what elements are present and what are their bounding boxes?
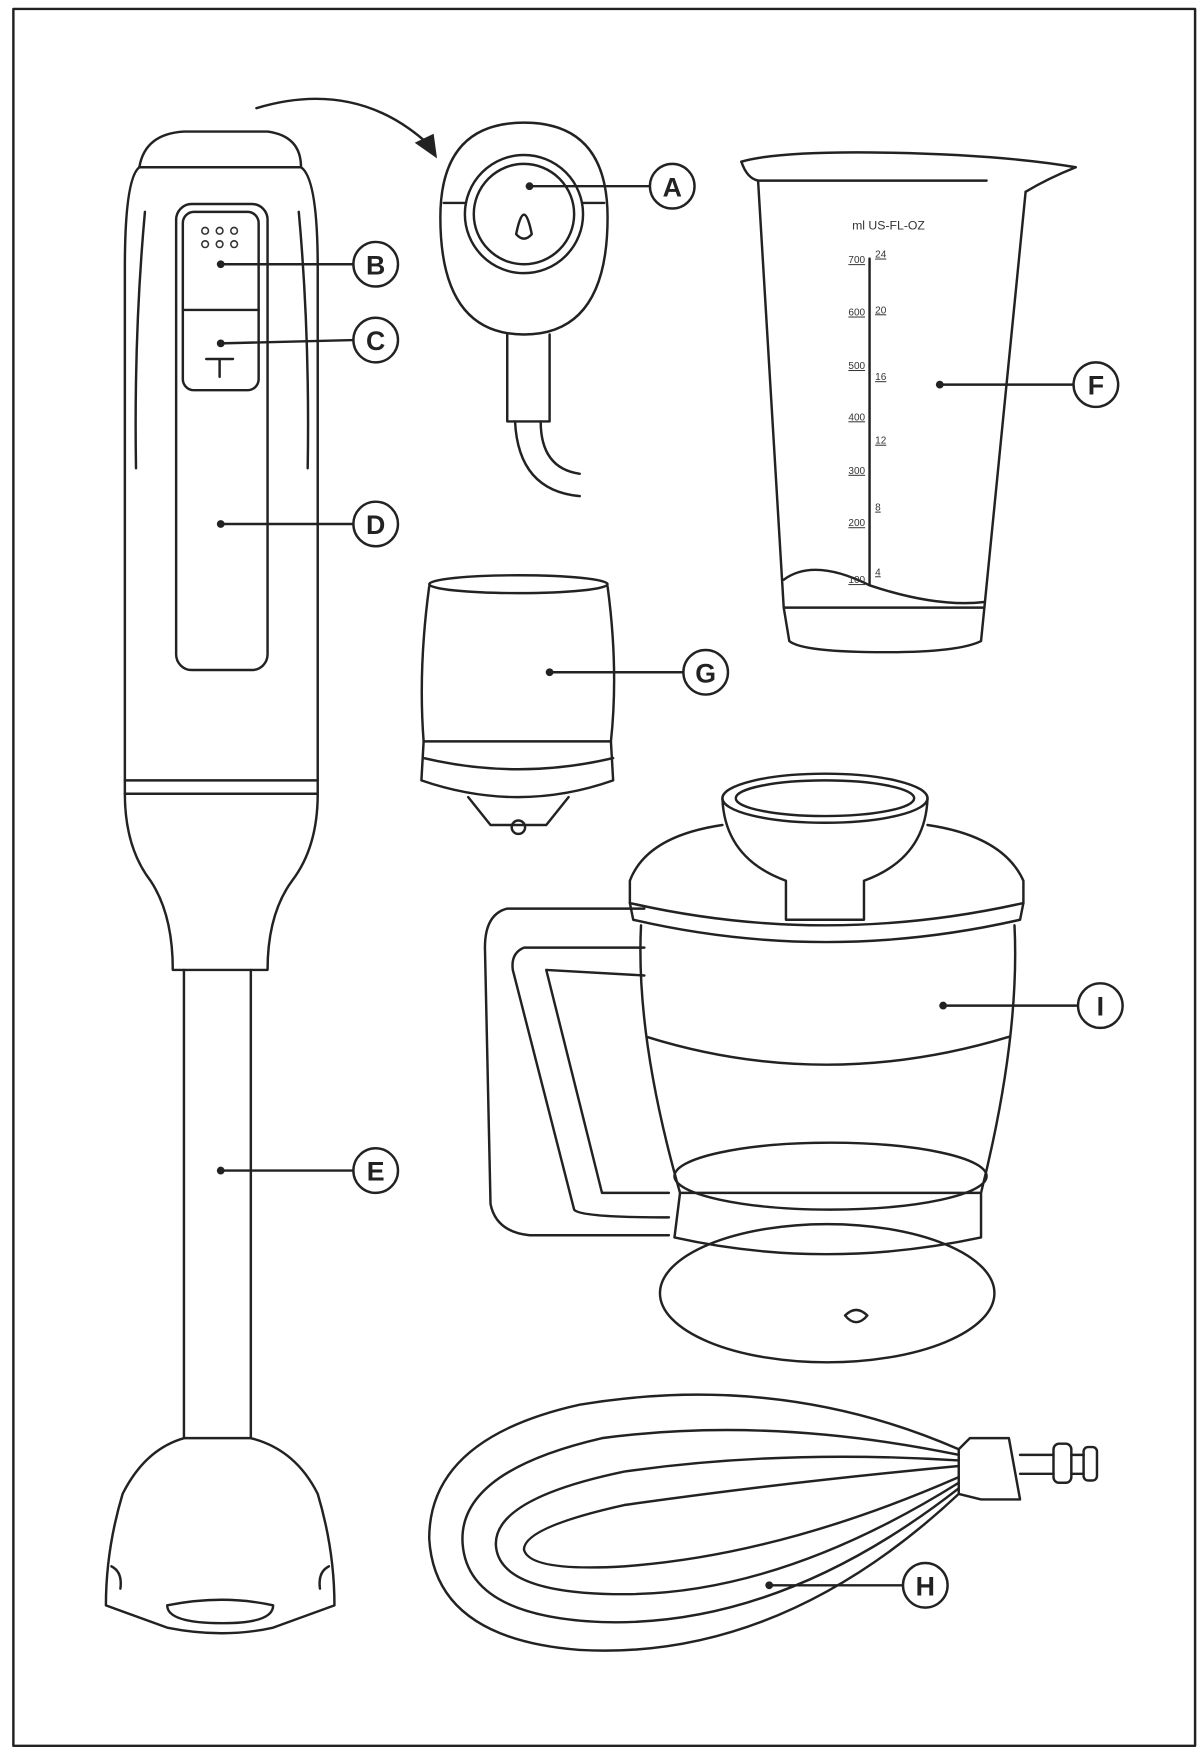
label-circle xyxy=(352,500,400,548)
ml-mark: 600 xyxy=(848,308,865,319)
ml-mark: 500 xyxy=(848,361,865,372)
ml-mark: 100 xyxy=(848,575,865,586)
button-panel xyxy=(181,210,260,392)
callout-c: C xyxy=(216,316,400,364)
label-circle xyxy=(682,648,730,696)
ml-mark: 400 xyxy=(848,412,865,423)
oz-mark: 24 xyxy=(875,250,887,261)
label-circle xyxy=(352,316,400,364)
oz-mark: 20 xyxy=(875,305,887,316)
label-circle xyxy=(1072,361,1120,409)
ml-mark: 200 xyxy=(848,518,865,529)
callout-d: D xyxy=(216,500,400,548)
label-letter: C xyxy=(366,326,385,356)
oz-mark: 12 xyxy=(875,436,887,447)
blender-shaft xyxy=(104,968,336,1635)
t-symbol-icon xyxy=(205,357,235,379)
label-letter: D xyxy=(366,510,385,540)
chopper-attachment xyxy=(420,574,616,836)
callout-h: H xyxy=(765,1561,949,1609)
label-letter: F xyxy=(1088,371,1104,401)
label-letter: B xyxy=(366,250,385,280)
measuring-cup: ml US-FL-OZ 700 600 500 400 300 200 100 24 20 16… xyxy=(740,151,1078,654)
label-letter: A xyxy=(663,172,682,202)
blender-motor-unit xyxy=(123,130,319,972)
label-letter: I xyxy=(1097,992,1104,1022)
callout-a: A xyxy=(525,162,696,210)
label-circle xyxy=(648,162,696,210)
callout-f: F xyxy=(935,361,1120,409)
chopper-bowl xyxy=(483,772,1025,1364)
label-letter: G xyxy=(695,658,716,688)
oz-mark: 16 xyxy=(875,372,887,383)
callout-i: I xyxy=(939,982,1124,1030)
arrow-head-icon xyxy=(414,133,438,159)
callout-e: E xyxy=(216,1147,400,1195)
label-circle xyxy=(352,240,400,288)
arrow-icon xyxy=(255,97,431,147)
label-letter: E xyxy=(367,1157,385,1187)
oz-mark: 8 xyxy=(875,503,881,514)
leader-line xyxy=(219,338,355,345)
callout-g: G xyxy=(545,648,730,696)
frame-border xyxy=(12,7,1197,1748)
whisk xyxy=(427,1393,1099,1652)
ml-mark: 700 xyxy=(848,255,865,266)
label-circle xyxy=(352,1147,400,1195)
label-circle xyxy=(901,1561,949,1609)
callout-b: B xyxy=(216,240,400,288)
cup-units: ml US-FL-OZ xyxy=(852,219,925,233)
oz-mark: 4 xyxy=(875,567,881,578)
label-circle xyxy=(1076,982,1124,1030)
turbo-dots-icon xyxy=(201,226,239,249)
label-letter: H xyxy=(916,1571,935,1601)
speed-switch xyxy=(439,121,609,498)
ml-mark: 300 xyxy=(848,466,865,477)
